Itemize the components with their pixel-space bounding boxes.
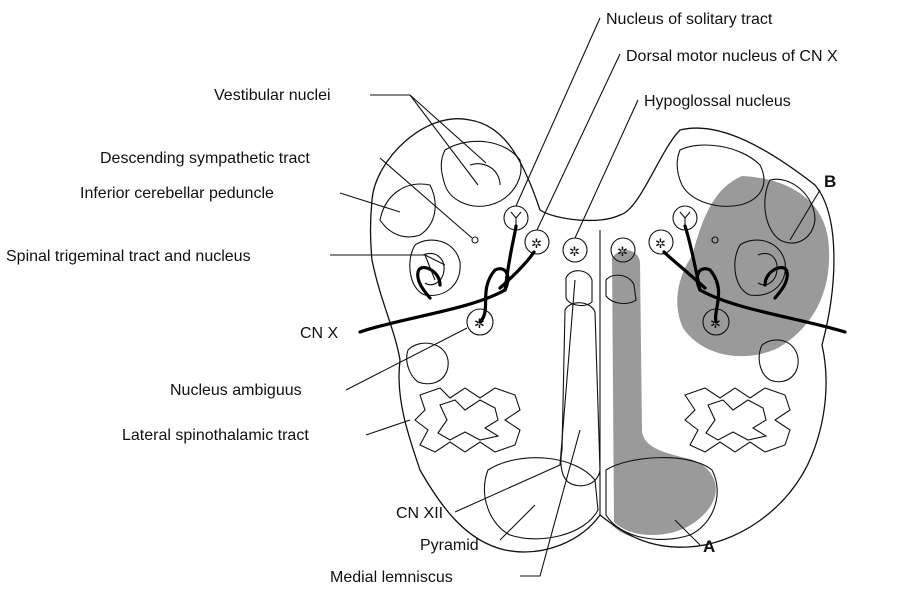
leader-spinothalamic — [366, 420, 410, 435]
label-nucleus-solitary: Nucleus of solitary tract — [606, 11, 773, 28]
label-lesion-b: B — [824, 172, 836, 191]
label-cn-x: CN X — [300, 325, 339, 342]
label-medial-lemniscus: Medial lemniscus — [330, 569, 453, 586]
label-pyramid: Pyramid — [420, 537, 479, 554]
label-ambiguus: Nucleus ambiguus — [170, 382, 302, 399]
label-spinal-trigeminal: Spinal trigeminal tract and nucleus — [6, 248, 251, 265]
svg-text:✲: ✲ — [655, 236, 666, 251]
leader-dorsal-motor — [537, 54, 620, 230]
label-icp: Inferior cerebellar peduncle — [80, 185, 274, 202]
svg-text:✲: ✲ — [531, 236, 542, 251]
label-vestibular: Vestibular nuclei — [214, 87, 331, 104]
label-cn-xii: CN XII — [396, 505, 443, 522]
svg-text:✲: ✲ — [569, 244, 580, 259]
svg-text:✲: ✲ — [617, 244, 628, 259]
label-hypoglossal: Hypoglossal nucleus — [644, 93, 791, 110]
leader-solitary — [516, 18, 600, 206]
label-sympathetic: Descending sympathetic tract — [100, 150, 310, 167]
label-dorsal-motor: Dorsal motor nucleus of CN X — [626, 48, 838, 65]
label-lesion-a: A — [703, 537, 715, 556]
label-spinothalamic: Lateral spinothalamic tract — [122, 427, 309, 444]
